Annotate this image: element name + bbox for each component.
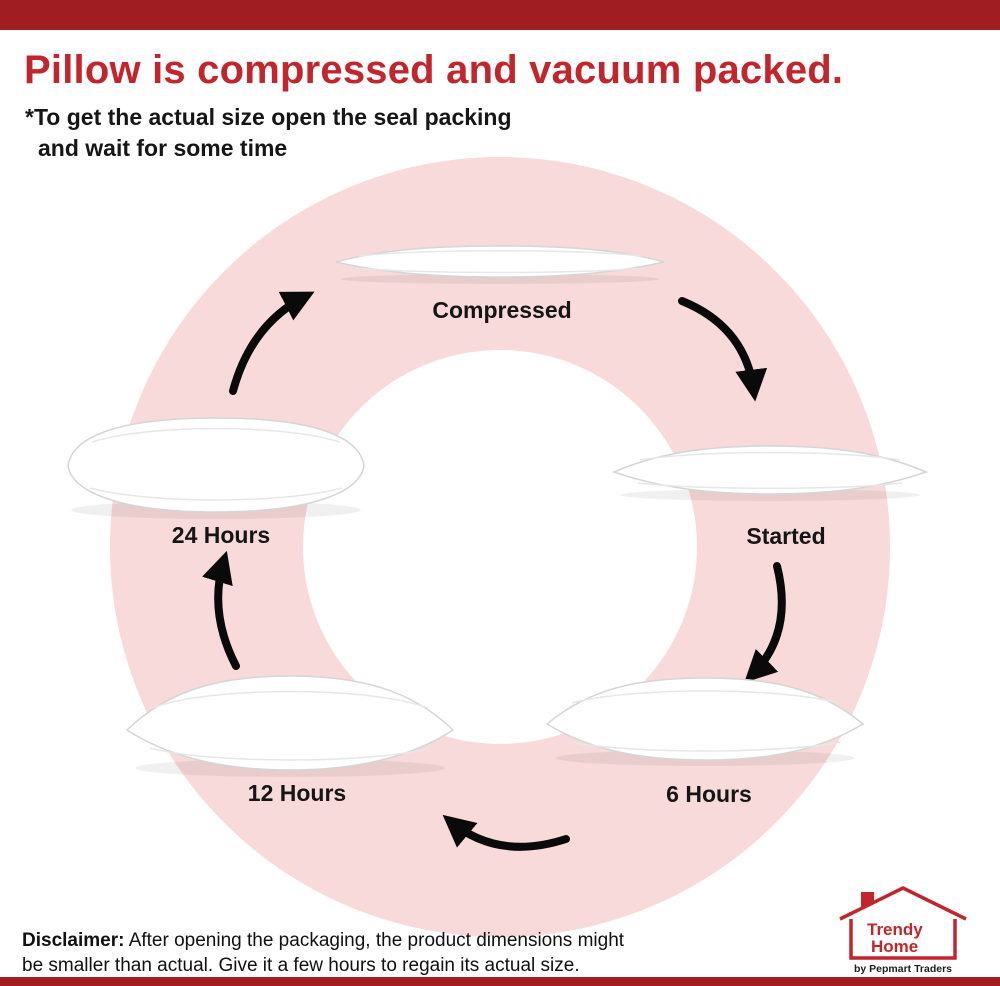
stage-label-6-hours: 6 Hours (666, 781, 752, 807)
page-title: Pillow is compressed and vacuum packed. (24, 48, 844, 92)
brand-logo: Trendy Home by Pepmart Traders (836, 884, 970, 975)
disclaimer-text-line-2: be smaller than actual. Give it a few ho… (22, 955, 580, 976)
stage-label-compressed: Compressed (432, 297, 572, 323)
stage-label-12-hours: 12 Hours (247, 780, 347, 806)
brand-name-line-2: Home (871, 937, 918, 956)
disclaimer-text-line-1: After opening the packaging, the product… (128, 930, 625, 951)
stage-label-started: Started (746, 523, 826, 549)
arrow-24hours-to-compressed (229, 291, 315, 395)
brand-name-line-1: Trendy (867, 920, 923, 939)
pillow-12-hours-image (125, 675, 455, 777)
arrow-6hours-to-12hours (442, 814, 570, 851)
subtitle-line-1: *To get the actual size open the seal pa… (25, 104, 512, 130)
disclaimer-label: Disclaimer: (22, 930, 125, 951)
pillow-6-hours-image (545, 677, 865, 766)
arrow-12hours-to-24hours (202, 550, 240, 670)
pillow-compressed-image (335, 245, 665, 284)
pillow-24-hours-image (67, 417, 365, 519)
disclaimer: Disclaimer: After opening the packaging,… (22, 928, 624, 978)
top-bar (0, 0, 1000, 30)
bottom-bar (0, 977, 1000, 986)
arrow-compressed-to-started (678, 297, 768, 402)
house-body-shape (849, 912, 957, 960)
arrow-started-to-6hours (744, 562, 786, 683)
brand-tagline: by Pepmart Traders (853, 963, 953, 975)
house-icon: Trendy Home (839, 886, 967, 960)
stage-label-24-hours: 24 Hours (171, 522, 271, 548)
roof-shape (839, 886, 967, 921)
subtitle-line-2: and wait for some time (38, 135, 288, 161)
subtitle: *To get the actual size open the seal pa… (25, 102, 512, 164)
pillow-started-image (611, 445, 929, 501)
